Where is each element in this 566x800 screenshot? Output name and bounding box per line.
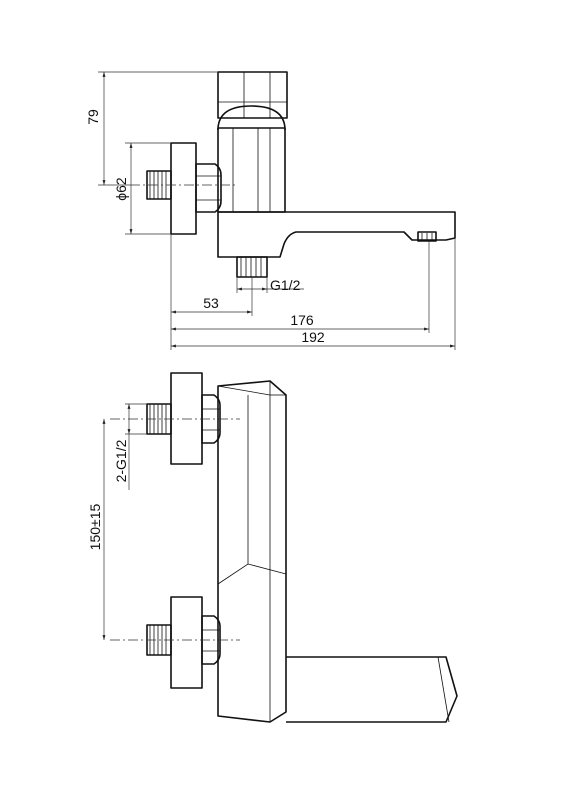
wall-flange [170,142,197,235]
top-view: 2-G1/2 150±15 [87,372,458,723]
dim-53: 53 [171,295,252,314]
lever-handle [217,71,288,119]
dim-2g12: 2-G1/2 [113,403,147,490]
dim-192: 192 [171,329,455,348]
dim-g12-label: G1/2 [270,277,301,293]
dim-150: 150±15 [87,419,106,640]
lower-flange [170,596,203,689]
lower-eccentric-nut [201,615,221,665]
dim-2g12-label: 2-G1/2 [113,439,129,482]
upper-flange [170,372,203,465]
dim-dia-62: ϕ62 [113,142,171,235]
body-plan [217,380,287,723]
spout [217,211,456,258]
dim-dia-62-label: ϕ62 [113,177,129,201]
valve-body [217,127,286,213]
dim-79: 79 [85,71,218,186]
aerator [417,231,437,242]
shower-outlet-thread [236,256,268,278]
dim-79-label: 79 [85,109,101,125]
dim-176-label: 176 [290,312,314,328]
dim-g12: G1/2 [236,277,304,293]
dim-192-label: 192 [301,329,325,345]
dim-53-label: 53 [203,295,219,311]
dim-176: 176 [171,312,429,331]
upper-eccentric-nut [201,394,221,444]
cartridge-cap [217,105,286,131]
spout-plan [286,656,458,723]
side-view: 79 ϕ62 G1/2 53 176 [85,71,456,350]
dim-150-label: 150±15 [87,503,103,550]
